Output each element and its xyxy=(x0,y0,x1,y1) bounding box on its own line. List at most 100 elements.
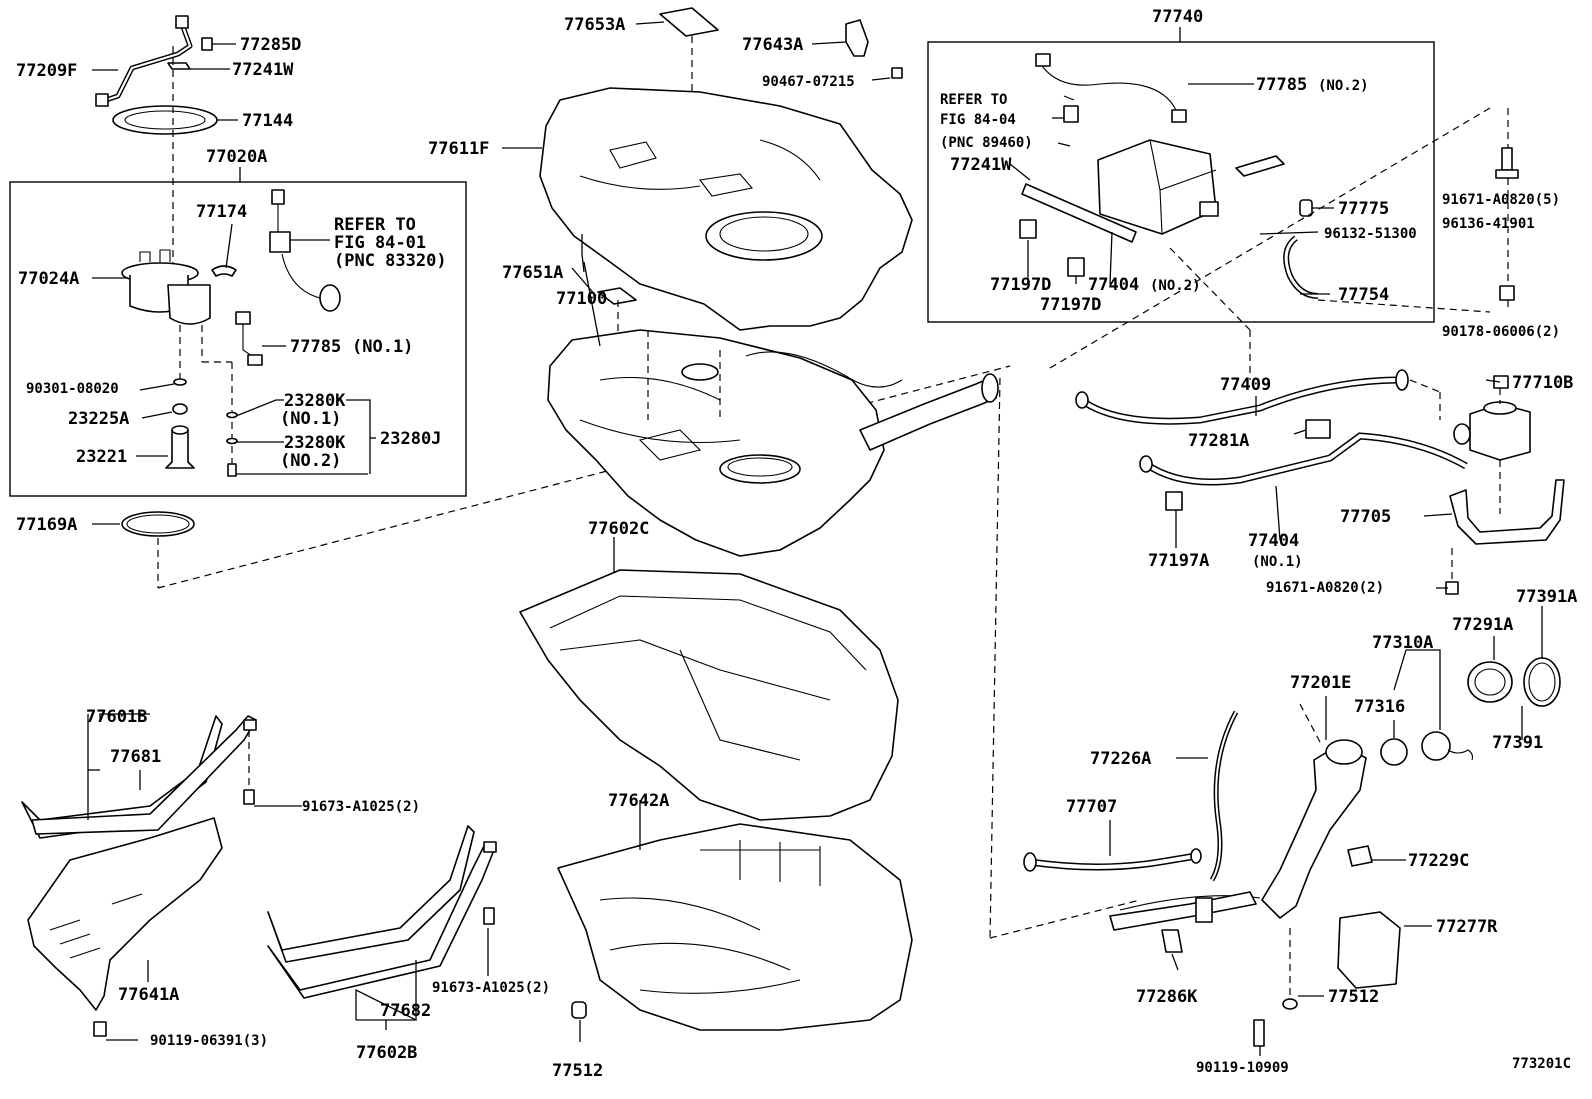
label-77643A: 77643A xyxy=(742,35,803,55)
refer-note-2-line-2: FIG 84-04 xyxy=(940,112,1016,128)
evap-hose-77409 xyxy=(1075,369,1409,425)
filler-hose-lower xyxy=(1109,891,1257,931)
label-90119-10909: 90119-10909 xyxy=(1196,1060,1289,1076)
label-77277R: 77277R xyxy=(1436,917,1498,937)
seal-23225A xyxy=(172,403,188,415)
label-77020A: 77020A xyxy=(206,147,267,167)
leader-lines xyxy=(87,21,1543,1056)
figure-id: 773201C xyxy=(1512,1056,1571,1072)
label-77512-b: 77512 xyxy=(1328,987,1379,1007)
label-77404-no1: 77404 xyxy=(1248,531,1299,551)
clip-77197D xyxy=(1019,219,1085,277)
under-protector-77642A xyxy=(557,823,913,1031)
cap-ring-77291A xyxy=(1467,661,1513,703)
label-77024A: 77024A xyxy=(18,269,79,289)
fuel-pump-assembly-box xyxy=(9,181,467,497)
label-77197D-b: 77197D xyxy=(1040,295,1101,315)
label-77169A: 77169A xyxy=(16,515,77,535)
tank-protector-77602C xyxy=(519,569,899,821)
label-77391A: 77391A xyxy=(1516,587,1577,607)
gasket-77169A xyxy=(121,511,195,537)
cap-gasket-77391A xyxy=(1523,657,1561,707)
label-23280K-no2-note: (NO.2) xyxy=(280,451,341,471)
label-23280K-no1-note: (NO.1) xyxy=(280,409,341,429)
clip-77197A xyxy=(1165,491,1183,511)
label-77281A: 77281A xyxy=(1188,431,1249,451)
hose-77754 xyxy=(1283,235,1319,299)
clamp-77229C xyxy=(1347,845,1373,867)
label-77209F: 77209F xyxy=(16,61,77,81)
label-77710B: 77710B xyxy=(1512,373,1573,393)
label-23280J: 23280J xyxy=(380,429,441,449)
o-ring-90301 xyxy=(173,378,187,386)
label-77754: 77754 xyxy=(1338,285,1389,305)
label-77197A: 77197A xyxy=(1148,551,1209,571)
label-77681: 77681 xyxy=(110,747,161,767)
label-90119-06391: 90119-06391(3) xyxy=(150,1033,268,1049)
label-77602B: 77602B xyxy=(356,1043,417,1063)
label-77197D-a: 77197D xyxy=(990,275,1051,295)
cushion-77512 xyxy=(571,1001,587,1019)
label-77144: 77144 xyxy=(242,111,293,131)
bolt-91671-96136 xyxy=(1495,147,1519,301)
tank-band-77601B xyxy=(21,715,257,839)
fuel-pump-77024A xyxy=(121,249,211,325)
label-77241W: 77241W xyxy=(232,60,294,80)
sender-gauge-reference xyxy=(269,189,341,312)
label-77785-no1-note: (NO.1) xyxy=(352,337,413,357)
heat-protector-77641A xyxy=(27,817,223,1037)
label-77642A: 77642A xyxy=(608,791,669,811)
insulator-77651A xyxy=(597,287,637,305)
retainer-ring-77144 xyxy=(112,105,218,135)
label-90301-08020: 90301-08020 xyxy=(26,381,119,397)
refer-note-2-line-3: (PNC 89460) xyxy=(940,135,1033,151)
label-90467-07215: 90467-07215 xyxy=(762,74,855,90)
label-77404-no2: 77404 xyxy=(1088,275,1139,295)
insulator-77653A xyxy=(659,7,719,37)
refer-note-2-line-1: REFER TO xyxy=(940,92,1007,108)
label-77705: 77705 xyxy=(1340,507,1391,527)
label-77641A: 77641A xyxy=(118,985,179,1005)
clip-77174 xyxy=(211,265,237,277)
label-77785-no2: 77785 xyxy=(1256,75,1307,95)
label-23280K-no2: 23280K xyxy=(284,433,346,453)
clip-77241W xyxy=(167,62,191,70)
label-96136-41901: 96136-41901 xyxy=(1442,216,1535,232)
label-77174: 77174 xyxy=(196,202,247,222)
clip-77286K xyxy=(1161,929,1183,953)
label-77286K: 77286K xyxy=(1136,987,1198,1007)
label-77512-a: 77512 xyxy=(552,1061,603,1081)
bolt-90119-10909 xyxy=(1253,1019,1265,1047)
canister-assembly-box xyxy=(927,41,1435,323)
hose-77707 xyxy=(1023,848,1202,872)
charcoal-canister-77740 xyxy=(1021,139,1285,243)
fuel-line-tube-77209F xyxy=(95,15,193,107)
protector-77277R xyxy=(1337,911,1401,989)
label-77409: 77409 xyxy=(1220,375,1271,395)
label-90178-06006: 90178-06006(2) xyxy=(1442,324,1560,340)
o-ring-23280K xyxy=(226,411,238,477)
label-91673-a1025-b: 91673-A1025(2) xyxy=(432,980,550,996)
label-77611F: 77611F xyxy=(428,139,489,159)
label-77100: 77100 xyxy=(556,289,607,309)
wire-harness-77785-no1 xyxy=(235,311,263,366)
label-77653A: 77653A xyxy=(564,15,625,35)
vent-hose-77404-no1 xyxy=(1139,432,1468,486)
label-77601B: 77601B xyxy=(86,707,147,727)
refer-note-1-line-3: (PNC 83320) xyxy=(334,251,447,271)
label-96132-51300: 96132-51300 xyxy=(1324,226,1417,242)
label-77404-no2-note: (NO.2) xyxy=(1150,278,1201,294)
label-77316: 77316 xyxy=(1354,697,1405,717)
filler-pipe-77201E xyxy=(1119,739,1367,919)
label-91671-a0820-5: 91671-A0820(5) xyxy=(1442,192,1560,208)
vent-harness-77785-no2 xyxy=(1035,53,1187,123)
label-77785-no1: 77785 xyxy=(290,337,341,357)
label-23221: 23221 xyxy=(76,447,127,467)
label-77291A: 77291A xyxy=(1452,615,1513,635)
label-77241W-b: 77241W xyxy=(950,155,1012,175)
label-77775: 77775 xyxy=(1338,199,1389,219)
label-77229C: 77229C xyxy=(1408,851,1469,871)
label-77310A: 77310A xyxy=(1372,633,1433,653)
tank-band-77602B xyxy=(267,825,497,999)
